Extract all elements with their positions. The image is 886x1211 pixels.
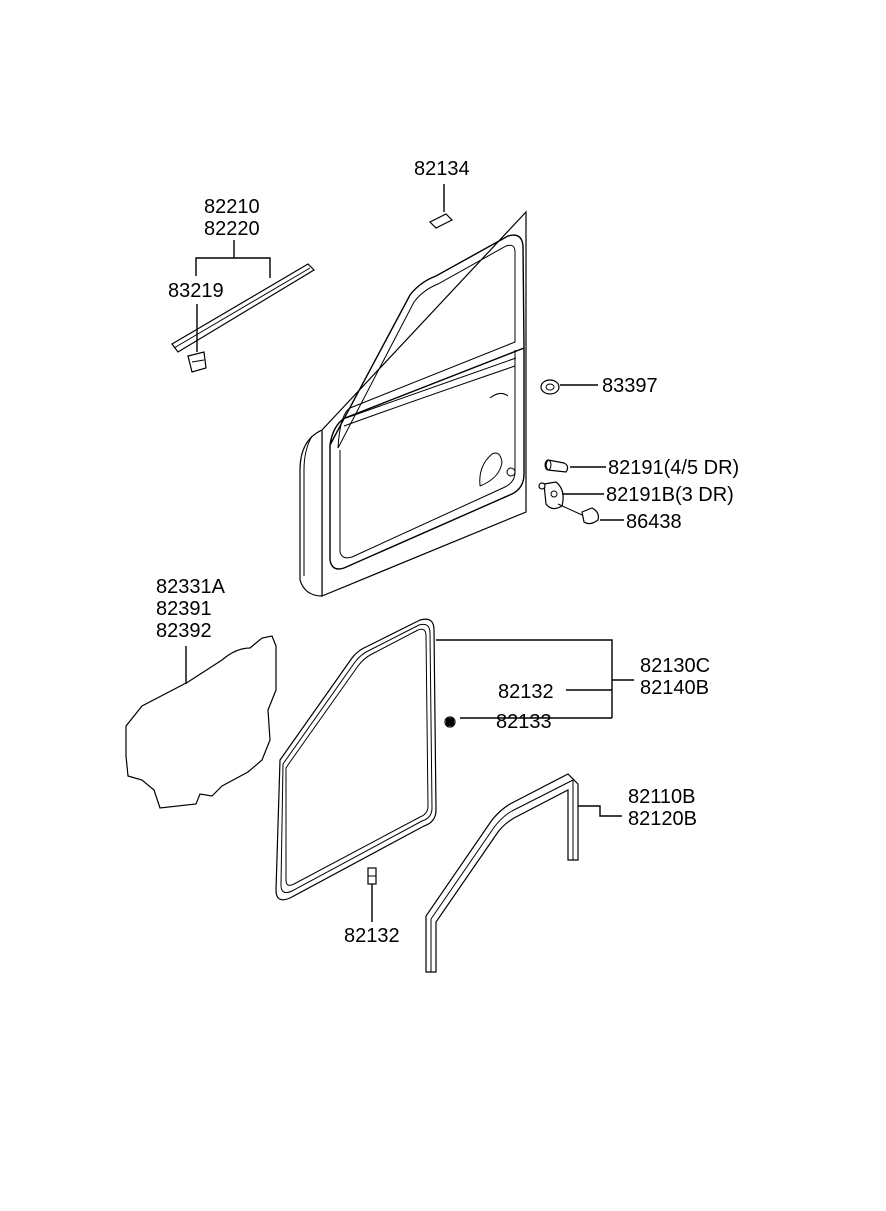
grommet-83397 [540,379,598,395]
label-83219: 83219 [168,280,224,302]
label-86438: 86438 [626,511,682,533]
label-82210: 82210 [204,196,260,218]
body-weatherstrip [425,773,622,973]
label-82130c: 82130C [640,655,711,677]
bumper-82191b [538,481,604,510]
label-82132-upper: 82132 [498,681,554,703]
clip-82134 [428,184,454,229]
label-82191: 82191(4/5 DR) [608,457,740,479]
label-82132-lower: 82132 [344,925,400,947]
insulation-pad [125,635,277,809]
bumper-82191 [544,459,606,473]
label-82391: 82391 [156,598,212,620]
label-82110b: 82110B [628,786,696,808]
door-panel [299,210,527,597]
label-83397: 83397 [602,375,658,397]
plug-86438 [557,503,624,525]
label-82191b: 82191B(3 DR) [606,484,734,506]
clip-83219 [187,304,207,373]
label-82392: 82392 [156,620,212,642]
label-82134: 82134 [414,158,470,180]
clip-82133 [444,716,456,728]
label-82120b: 82120B [628,808,697,830]
label-82140b: 82140B [640,677,709,699]
label-82133: 82133 [496,711,552,733]
label-82331a: 82331A [156,576,225,598]
clip-82132-lower [367,867,377,922]
label-82220: 82220 [204,218,260,240]
door-weatherstrip [275,618,634,901]
